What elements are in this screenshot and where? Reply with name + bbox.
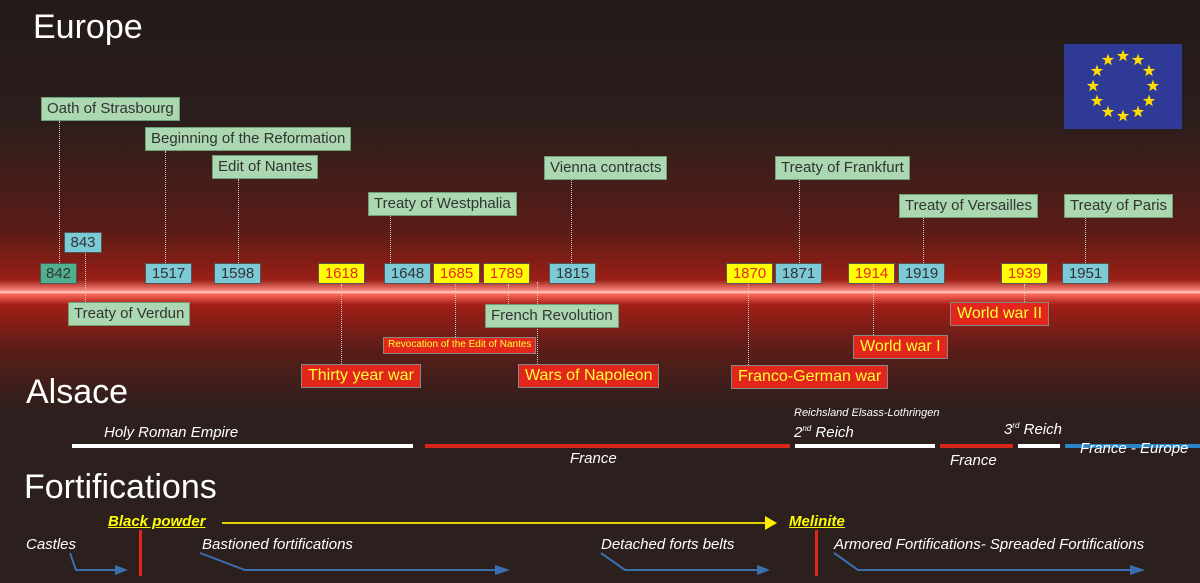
sup: rd	[1012, 421, 1020, 430]
year-1789: 1789	[483, 263, 530, 284]
event-revocation: Revocation of the Edit of Nantes	[383, 337, 537, 354]
event-edit-of-nantes: Edit of Nantes	[212, 155, 319, 179]
divider-line	[815, 530, 818, 576]
year-1618: 1618	[318, 263, 365, 284]
period-bar	[1065, 444, 1200, 448]
star-icon	[1142, 64, 1156, 77]
year-1939: 1939	[1001, 263, 1048, 284]
text: Reich	[1019, 421, 1062, 438]
label-holy-roman-empire: Holy Roman Empire	[104, 424, 239, 441]
war-franco-german: Franco-German war	[731, 365, 889, 389]
event-reformation: Beginning of the Reformation	[145, 127, 352, 151]
num: 3	[1004, 421, 1013, 438]
war-ww2: World war II	[950, 302, 1050, 326]
connector	[59, 121, 60, 263]
arrowhead-icon	[115, 565, 128, 575]
star-icon	[1090, 94, 1104, 107]
star-icon	[1142, 94, 1156, 107]
year-1815: 1815	[549, 263, 596, 284]
period-bar	[1018, 444, 1060, 448]
year-1685: 1685	[433, 263, 480, 284]
connector	[238, 179, 239, 263]
connector	[165, 151, 166, 263]
label-armored: Armored Fortifications- Spreaded Fortifi…	[834, 536, 1145, 553]
star-icon	[1146, 79, 1160, 92]
star-icon	[1116, 49, 1130, 62]
connector	[748, 284, 749, 365]
event-french-revolution: French Revolution	[485, 304, 619, 328]
connector	[508, 284, 509, 304]
heading-fortifications: Fortifications	[24, 468, 217, 506]
arrowhead-icon	[757, 565, 770, 575]
year-1598: 1598	[214, 263, 261, 284]
period-bar	[795, 444, 935, 448]
fort-arrows	[69, 552, 1145, 575]
period-bar	[425, 444, 790, 448]
label-detached: Detached forts belts	[601, 536, 735, 553]
event-vienna-contracts: Vienna contracts	[544, 156, 668, 180]
year-1871: 1871	[775, 263, 822, 284]
war-napoleon: Wars of Napoleon	[518, 364, 660, 388]
period-bar	[940, 444, 1013, 448]
event-treaty-westphalia: Treaty of Westphalia	[368, 192, 517, 216]
arrowhead-icon	[1130, 565, 1145, 575]
connector	[571, 180, 572, 263]
event-treaty-verdun: Treaty of Verdun	[68, 302, 191, 326]
label-bastioned: Bastioned fortifications	[202, 536, 353, 553]
arrow-line	[222, 522, 767, 524]
text: Reich	[811, 424, 854, 441]
star-icon	[1131, 53, 1145, 66]
divider-line	[139, 530, 142, 576]
star-icon	[1101, 105, 1115, 118]
event-treaty-frankfurt: Treaty of Frankfurt	[775, 156, 910, 180]
year-842: 842	[40, 263, 77, 284]
star-icon	[1101, 53, 1115, 66]
arrow-head-icon	[765, 516, 777, 530]
label-france-2: France	[950, 452, 997, 469]
connector	[873, 284, 874, 335]
label-reichsland: Reichsland Elsass-Lothringen	[794, 407, 940, 419]
star-icon	[1116, 109, 1130, 122]
period-bar	[72, 444, 413, 448]
label-3rd-reich: 3rd Reich	[1004, 421, 1062, 438]
label-black-powder: Black powder	[108, 513, 206, 530]
num: 2	[794, 424, 803, 441]
arrowhead-icon	[495, 565, 510, 575]
label-france-europe: France - Europe	[1080, 440, 1189, 457]
year-1648: 1648	[384, 263, 431, 284]
event-oath-of-strasbourg: Oath of Strasbourg	[41, 97, 180, 121]
connector	[799, 180, 800, 263]
year-843: 843	[64, 232, 102, 253]
year-1951: 1951	[1062, 263, 1109, 284]
connector	[1085, 218, 1086, 263]
connector	[1024, 284, 1025, 302]
war-thirty-year: Thirty year war	[301, 364, 421, 388]
event-treaty-versailles: Treaty of Versailles	[899, 194, 1038, 218]
star-icon	[1090, 64, 1104, 77]
label-melinite: Melinite	[789, 513, 845, 530]
connector	[455, 284, 456, 337]
year-1517: 1517	[145, 263, 192, 284]
event-treaty-paris: Treaty of Paris	[1064, 194, 1173, 218]
heading-europe: Europe	[33, 8, 143, 46]
connector	[85, 253, 86, 302]
star-icon	[1131, 105, 1145, 118]
label-2nd-reich: 2nd Reich	[794, 424, 854, 441]
star-icon	[1086, 79, 1100, 92]
connector	[341, 284, 342, 364]
connector	[923, 218, 924, 263]
year-1914: 1914	[848, 263, 895, 284]
label-france: France	[570, 450, 617, 467]
year-1919: 1919	[898, 263, 945, 284]
heading-alsace: Alsace	[26, 373, 129, 411]
label-castles: Castles	[26, 536, 77, 553]
eu-flag-icon	[1064, 44, 1182, 129]
year-1870: 1870	[726, 263, 773, 284]
war-ww1: World war I	[853, 335, 948, 359]
sup: nd	[802, 424, 812, 433]
connector	[390, 216, 391, 263]
